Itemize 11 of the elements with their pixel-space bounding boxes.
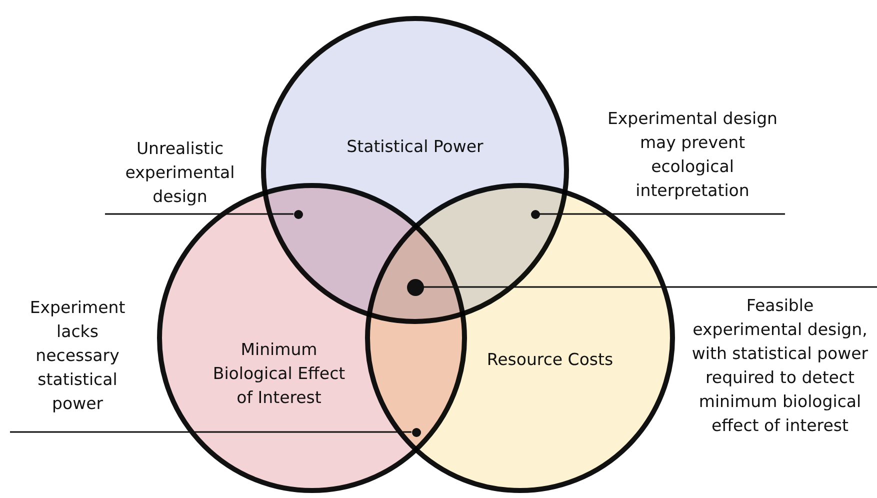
annotation-text: Unrealistic experimental design xyxy=(115,137,245,209)
circle-label: Resource Costs xyxy=(486,349,614,371)
annotation-text: Feasible experimental design, with statistical power required to detect minimum biological effect of interest xyxy=(690,294,870,438)
leader-line xyxy=(10,431,412,433)
leader-line xyxy=(105,213,294,215)
annotation-text: Experimental design may prevent ecological interpretation xyxy=(600,107,785,203)
leader-line xyxy=(540,213,785,215)
circle-label: Minimum Biological Effect of Interest xyxy=(212,339,346,409)
circle-label: Statistical Power xyxy=(346,136,484,158)
leader-line xyxy=(424,286,877,288)
annotation-text: Experiment lacks necessary statistical power xyxy=(20,296,135,416)
